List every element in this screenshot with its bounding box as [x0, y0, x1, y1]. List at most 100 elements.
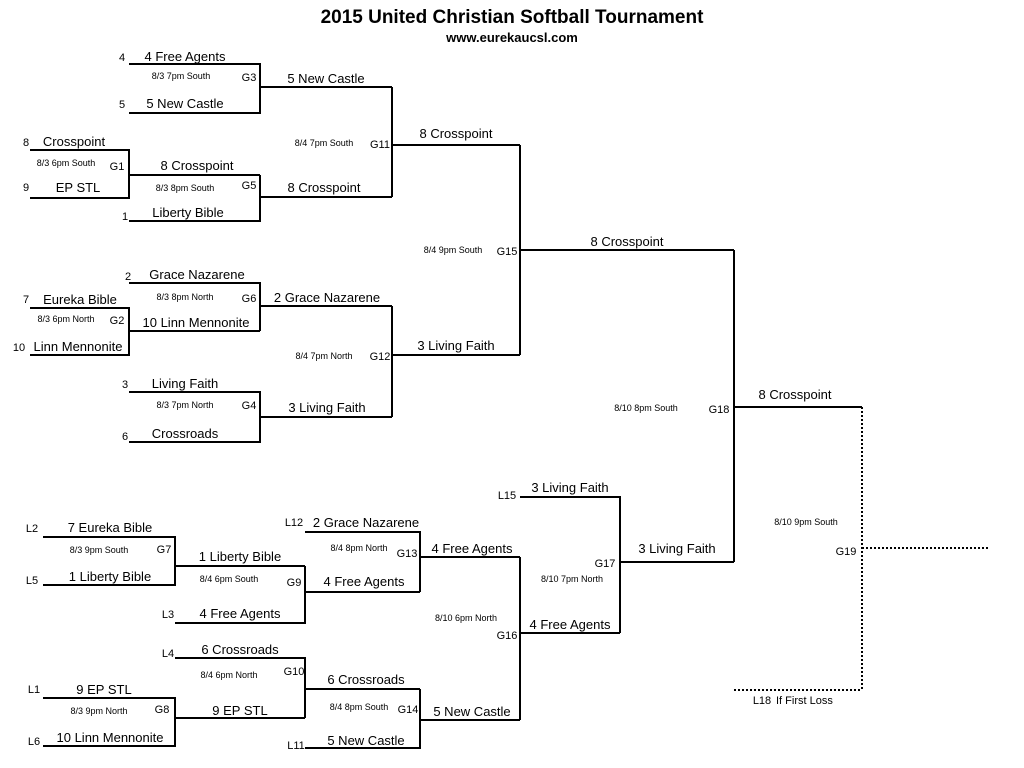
game-id: G11 — [370, 139, 390, 151]
team-name: 1 Liberty Bible — [69, 569, 151, 584]
seed-number: 5 — [119, 99, 125, 111]
game-g9-bracket — [175, 566, 306, 624]
team-name: 5 New Castle — [146, 96, 223, 111]
game-schedule: 8/4 6pm South — [200, 574, 259, 584]
loser-source: L2 — [26, 523, 38, 535]
loser-source: L15 — [498, 490, 516, 502]
game-id: G3 — [242, 72, 257, 84]
game-g13-bracket — [305, 531, 421, 592]
game-schedule: 8/3 6pm North — [37, 314, 94, 324]
team-name: 2 Grace Nazarene — [274, 290, 380, 305]
game-schedule: 8/3 9pm South — [70, 545, 129, 555]
loser-source: L5 — [26, 575, 38, 587]
loser-source: L4 — [162, 648, 174, 660]
game-g3-bracket — [129, 63, 261, 114]
game-id: G16 — [497, 630, 518, 642]
seed-number: 6 — [122, 431, 128, 443]
game-id: G9 — [287, 577, 302, 589]
team-name: Crosspoint — [43, 134, 106, 149]
team-name: 5 New Castle — [433, 704, 510, 719]
team-name: 8 Crosspoint — [288, 180, 361, 195]
team-name: 10 Linn Mennonite — [143, 315, 250, 330]
game-id: G17 — [595, 558, 616, 570]
team-name: 5 New Castle — [327, 733, 404, 748]
game-schedule: 8/4 9pm South — [424, 245, 483, 255]
team-name: 10 Linn Mennonite — [57, 730, 164, 745]
game-id: G10 — [284, 666, 305, 678]
game-schedule: 8/3 8pm North — [156, 292, 213, 302]
game-schedule: 8/10 7pm North — [541, 574, 603, 584]
game-id: G8 — [155, 704, 170, 716]
if-first-loss-note: If First Loss — [776, 695, 833, 707]
seed-number: 1 — [122, 211, 128, 223]
game-schedule: 8/4 8pm North — [330, 543, 387, 553]
team-name: 3 Living Faith — [417, 338, 494, 353]
seed-number: 4 — [119, 52, 125, 64]
team-name: 9 EP STL — [76, 682, 131, 697]
game-schedule: 8/3 7pm South — [152, 71, 211, 81]
game-id: G13 — [397, 548, 418, 560]
game-schedule: 8/3 8pm South — [156, 183, 215, 193]
game-id: G1 — [110, 161, 125, 173]
game-schedule: 8/10 8pm South — [614, 403, 678, 413]
page-title: 2015 United Christian Softball Tournamen… — [321, 7, 705, 28]
team-name: 8 Crosspoint — [161, 158, 234, 173]
game-g6-bracket — [129, 282, 261, 331]
game-g7-bracket — [43, 536, 176, 586]
game-g8-bracket — [43, 697, 176, 747]
team-name: 8 Crosspoint — [591, 234, 664, 249]
loser-source: L12 — [285, 517, 303, 529]
game-schedule: 8/3 9pm North — [70, 706, 127, 716]
team-name: 9 EP STL — [212, 703, 267, 718]
game-id: G14 — [398, 704, 419, 716]
team-name: Grace Nazarene — [149, 267, 244, 282]
team-name: 3 Living Faith — [288, 400, 365, 415]
team-name: 4 Free Agents — [432, 541, 513, 556]
game-id: G5 — [242, 180, 257, 192]
team-name: 1 Liberty Bible — [199, 549, 281, 564]
game-id: G19 — [836, 546, 857, 558]
game-schedule: 8/10 6pm North — [435, 613, 497, 623]
game-id: G4 — [242, 400, 257, 412]
team-name: 4 Free Agents — [200, 606, 281, 621]
team-name: Linn Mennonite — [34, 339, 123, 354]
seed-number: 10 — [13, 342, 25, 354]
team-name: Living Faith — [152, 376, 218, 391]
team-name: 4 Free Agents — [324, 574, 405, 589]
team-name: 7 Eureka Bible — [68, 520, 153, 535]
losers-bracket-lines — [43, 496, 734, 749]
team-name: Liberty Bible — [152, 205, 224, 220]
seed-number: 8 — [23, 137, 29, 149]
game-g17-bracket — [520, 496, 621, 633]
team-name: 6 Crossroads — [201, 642, 279, 657]
game-id: G2 — [110, 315, 125, 327]
game-g10-bracket — [175, 657, 306, 718]
winners-bracket-lines — [30, 63, 990, 691]
game-g5-bracket — [129, 175, 261, 222]
game-id: G18 — [709, 404, 730, 416]
loser-source: L3 — [162, 609, 174, 621]
team-name: 4 Free Agents — [530, 617, 611, 632]
game-schedule: 8/4 8pm South — [330, 702, 389, 712]
loser-source: L6 — [28, 736, 40, 748]
game-schedule: 8/4 6pm North — [200, 670, 257, 680]
team-name: 2 Grace Nazarene — [313, 515, 419, 530]
game-schedule: 8/4 7pm North — [295, 351, 352, 361]
game-g14-bracket — [305, 689, 421, 749]
loser-source: L11 — [287, 740, 305, 752]
team-name: 6 Crossroads — [327, 672, 405, 687]
team-name: 8 Crosspoint — [759, 387, 832, 402]
team-name: 3 Living Faith — [638, 541, 715, 556]
seed-number: 9 — [23, 182, 29, 194]
team-name: 5 New Castle — [287, 71, 364, 86]
game-schedule: 8/10 9pm South — [774, 517, 838, 527]
team-name: 8 Crosspoint — [420, 126, 493, 141]
seed-number: 2 — [125, 271, 131, 283]
team-name: EP STL — [56, 180, 101, 195]
game-schedule: 8/4 7pm South — [295, 138, 354, 148]
game-id: G7 — [157, 544, 172, 556]
team-name: Eureka Bible — [43, 292, 117, 307]
team-name: 4 Free Agents — [145, 49, 226, 64]
game-id: G6 — [242, 293, 257, 305]
